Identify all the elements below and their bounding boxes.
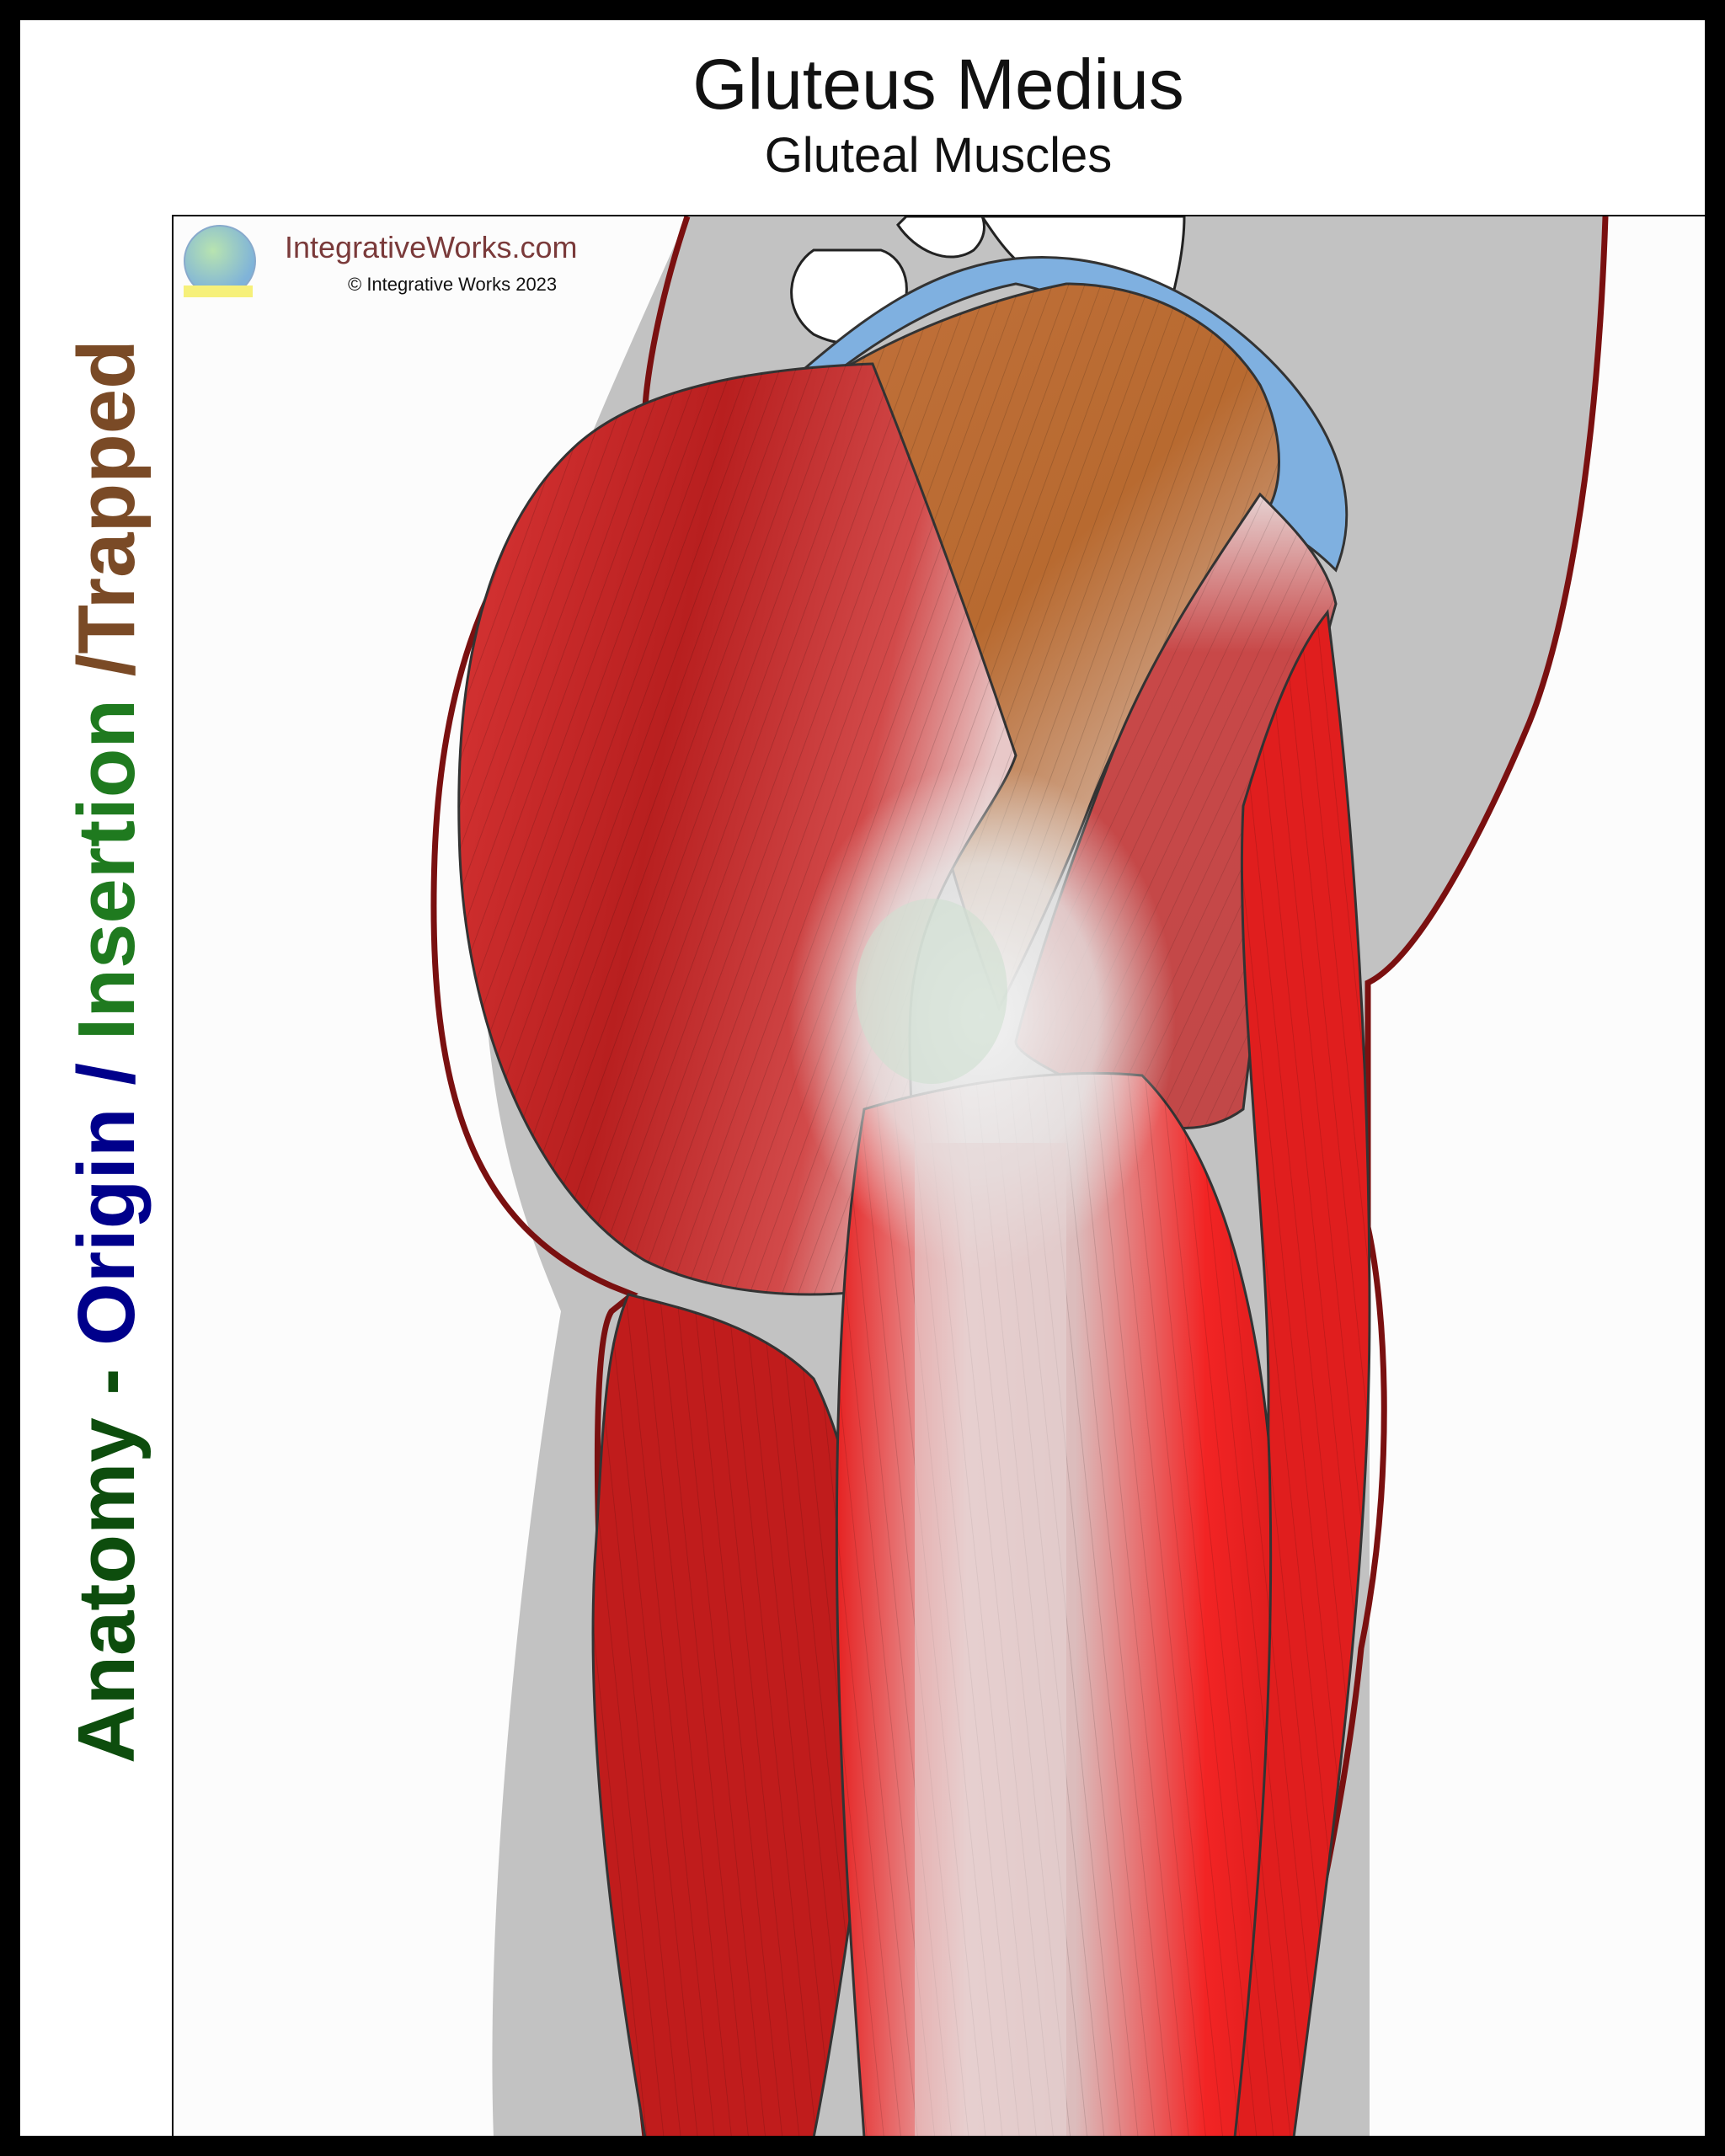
side-label: Anatomy - Origin / Insertion /Trapped <box>61 339 153 1764</box>
vitruvian-logo-icon <box>184 225 256 297</box>
brand-site: IntegrativeWorks.com <box>285 230 578 264</box>
illustration-frame: IntegrativeWorks.com © Integrative Works… <box>172 215 1705 2136</box>
page-title: Gluteus Medius <box>692 45 1184 124</box>
trochanter-green <box>856 899 1007 1084</box>
page-subtitle: Gluteal Muscles <box>764 128 1113 184</box>
page: Gluteus Medius Gluteal Muscles Anatomy -… <box>20 20 1705 2136</box>
title-block: Gluteus Medius Gluteal Muscles <box>172 45 1705 185</box>
brand-copyright: © Integrative Works 2023 <box>348 274 558 295</box>
brand-block: IntegrativeWorks.com © Integrative Works… <box>184 225 655 309</box>
side-label-origin: Origin / <box>61 1040 152 1346</box>
side-label-trapped: /Trapped <box>61 339 152 677</box>
logo-base <box>184 286 253 297</box>
side-label-anatomy: Anatomy - <box>61 1345 152 1764</box>
anatomy-illustration <box>430 216 1609 2136</box>
central-band-fade <box>915 1143 1066 2136</box>
side-label-insertion: Insertion <box>61 676 152 1041</box>
